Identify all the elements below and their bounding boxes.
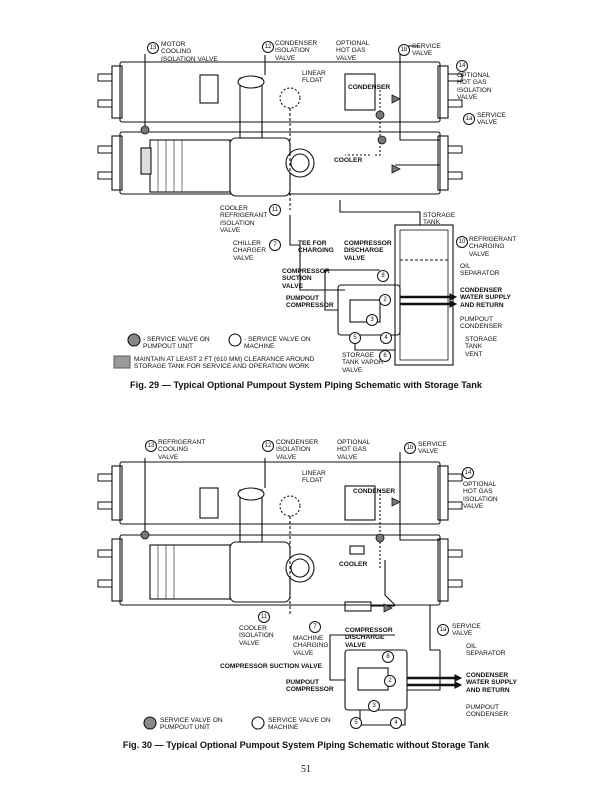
callout-1b: 1b xyxy=(398,44,410,56)
callout-1a-30: 1a xyxy=(437,624,449,636)
label-optional-hot-gas-isolation: OPTIONAL HOT GAS ISOLATION VALVE xyxy=(457,72,492,102)
callout-8: 8 xyxy=(377,270,389,282)
label-condenser-water: CONDENSER WATER SUPPLY AND RETURN xyxy=(460,287,511,309)
callout-12: 12 xyxy=(262,41,274,53)
callout-12-30: 12 xyxy=(262,440,274,452)
label-optional-hot-gas: OPTIONAL HOT GAS VALVE xyxy=(336,40,370,62)
page-number: 51 xyxy=(301,764,311,775)
label-pumpout-condenser: PUMPOUT CONDENSER xyxy=(460,316,503,331)
label-condenser-30: CONDENSER xyxy=(353,488,396,495)
label-service-valve-1b: SERVICE VALVE xyxy=(412,43,441,58)
label-oil-separator-30: OIL SEPARATOR xyxy=(466,643,506,658)
label-condenser-isolation: CONDENSER ISOLATION VALVE xyxy=(275,40,318,62)
callout-1b-30: 1b xyxy=(404,442,416,454)
callout-11: 11 xyxy=(269,204,281,216)
callout-14: 14 xyxy=(456,60,468,72)
label-optional-hot-gas-30: OPTIONAL HOT GAS VALVE xyxy=(337,439,371,461)
label-refrigerant-charging: REFRIGERANT CHARGING VALVE xyxy=(469,236,517,258)
label-motor-cooling: MOTOR COOLING ISOLATION VALVE xyxy=(161,41,218,63)
callout-5: 5 xyxy=(349,332,361,344)
label-condenser-water-30: CONDENSER WATER SUPPLY AND RETURN xyxy=(466,672,517,694)
label-compressor-discharge-30: COMPRESSOR DISCHARGE VALVE xyxy=(345,627,393,649)
label-service-valve-1a: SERVICE VALVE xyxy=(477,112,506,127)
label-pumpout-compressor: PUMPOUT COMPRESSOR xyxy=(286,295,334,310)
figure-30: REFRIGERANT COOLING VALVE CONDENSER ISOL… xyxy=(0,430,612,760)
label-compressor-suction: COMPRESSOR SUCTION VALVE xyxy=(282,268,330,290)
callout-11-30: 11 xyxy=(258,611,270,623)
label-pumpout-condenser-30: PUMPOUT CONDENSER xyxy=(466,704,509,719)
label-condenser: CONDENSER xyxy=(348,84,391,91)
label-service-valve-1b-30: SERVICE VALVE xyxy=(418,441,447,456)
legend-service-on-pumpout-30: SERVICE VALVE ON PUMPOUT UNIT xyxy=(160,717,223,732)
label-machine-charging-30: MACHINE CHARGING VALVE xyxy=(293,635,329,657)
fig30-schematic xyxy=(97,452,463,730)
callout-2-30: 2 xyxy=(384,675,396,687)
fig29-schematic xyxy=(97,45,463,369)
label-storage-tank-vent: STORAGE TANK VENT xyxy=(465,336,498,358)
callout-7: 7 xyxy=(269,239,281,251)
label-oil-separator: OIL SEPARATOR xyxy=(460,263,500,278)
callout-3: 3 xyxy=(366,314,378,326)
callout-13-30: 13 xyxy=(145,440,157,452)
label-service-valve-1a-30: SERVICE VALVE xyxy=(452,623,481,638)
legend-clearance: MAINTAIN AT LEAST 2 FT (610 mm) CLEARANC… xyxy=(134,356,315,371)
label-storage-tank-vapor: STORAGE TANK VAPOR VALVE xyxy=(342,352,384,374)
callout-14-30: 14 xyxy=(462,467,474,479)
label-cooler-isolation-30: COOLER ISOLATION VALVE xyxy=(239,625,274,647)
legend-service-on-machine: - SERVICE VALVE ON MACHINE xyxy=(244,336,311,351)
callout-4-30: 4 xyxy=(390,717,402,729)
legend-service-on-pumpout: - SERVICE VALVE ON PUMPOUT UNIT xyxy=(143,336,210,351)
label-storage-tank: STORAGE TANK xyxy=(423,212,456,227)
callout-10: 10 xyxy=(456,236,468,248)
label-pumpout-compressor-30: PUMPOUT COMPRESSOR xyxy=(286,679,334,694)
label-refrigerant-cooling: REFRIGERANT COOLING VALVE xyxy=(158,439,206,461)
label-cooler-refrigerant-isolation: COOLER REFRIGERANT ISOLATION VALVE xyxy=(220,205,268,235)
callout-1a: 1a xyxy=(463,113,475,125)
label-linear-float: LINEAR FLOAT xyxy=(302,70,326,85)
label-chiller-charger: CHILLER CHARGER VALVE xyxy=(233,240,266,262)
callout-3-30: 3 xyxy=(368,700,380,712)
label-compressor-discharge: COMPRESSOR DISCHARGE VALVE xyxy=(344,240,392,262)
label-optional-hot-gas-isolation-30: OPTIONAL HOT GAS ISOLATION VALVE xyxy=(463,481,498,511)
callout-8-30: 8 xyxy=(382,651,394,663)
figure-29: MOTOR COOLING ISOLATION VALVE CONDENSER … xyxy=(97,40,517,390)
callout-4: 4 xyxy=(380,332,392,344)
label-linear-float-30: LINEAR FLOAT xyxy=(302,470,326,485)
callout-13: 13 xyxy=(147,42,159,54)
figure-30-caption: Fig. 30 — Typical Optional Pumpout Syste… xyxy=(122,740,490,750)
label-compressor-suction-30: COMPRESSOR SUCTION VALVE xyxy=(220,663,322,670)
figure-29-caption: Fig. 29 — Typical Optional Pumpout Syste… xyxy=(130,380,482,390)
legend-service-on-machine-30: SERVICE VALVE ON MACHINE xyxy=(268,717,331,732)
label-cooler: COOLER xyxy=(334,157,363,164)
callout-6: 6 xyxy=(379,350,391,362)
label-condenser-isolation-30: CONDENSER ISOLATION VALVE xyxy=(276,439,319,461)
callout-5-30: 5 xyxy=(350,717,362,729)
callout-7-30: 7 xyxy=(309,621,321,633)
label-tee-for-charging: TEE FOR CHARGING xyxy=(298,240,334,255)
label-cooler-30: COOLER xyxy=(339,561,368,568)
callout-2: 2 xyxy=(379,294,391,306)
